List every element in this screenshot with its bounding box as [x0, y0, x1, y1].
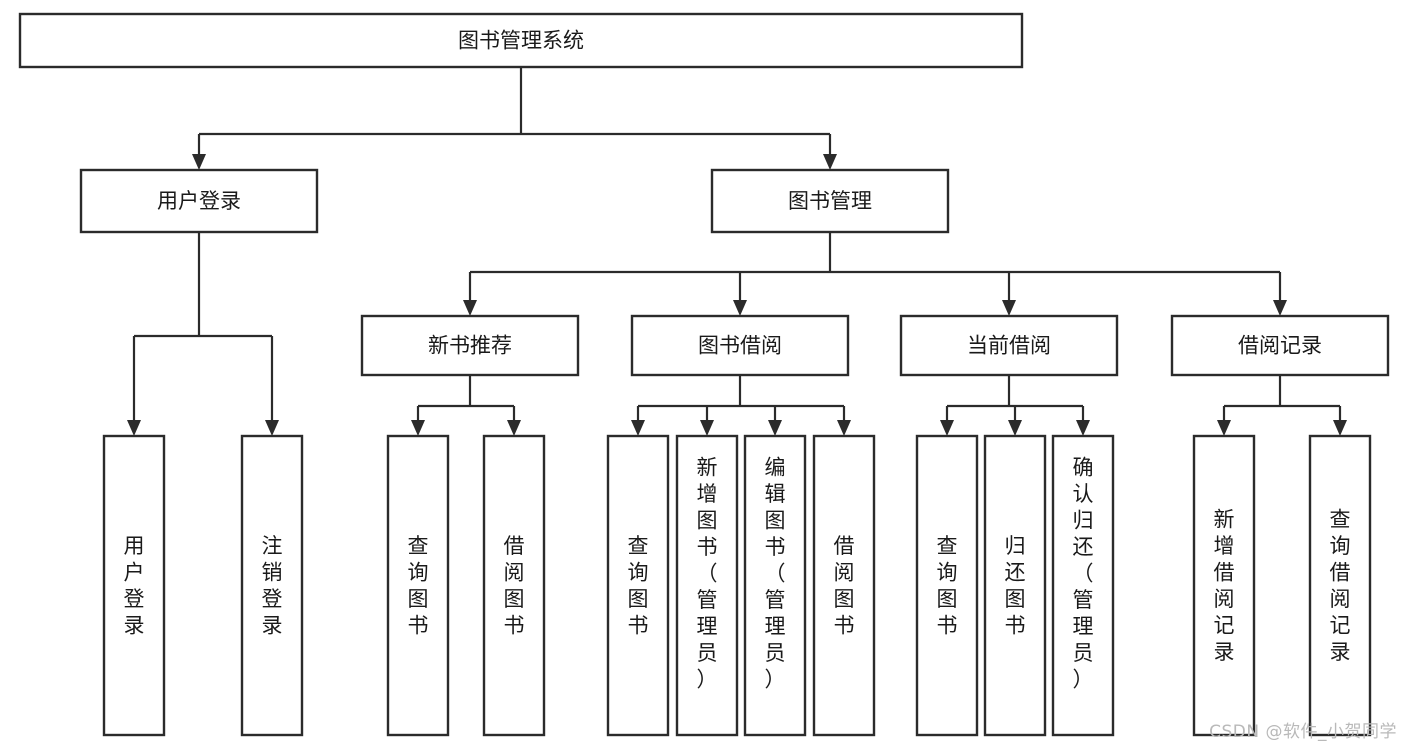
node-box-current-borrow[interactable]	[899, 314, 1119, 377]
node-current-borrow[interactable]: 当前借阅	[899, 314, 1119, 377]
node-box-leaf-edit-book[interactable]	[743, 434, 807, 737]
arrow-head-icon	[733, 300, 747, 316]
arrow-head-icon	[463, 300, 477, 316]
node-label-current-borrow: 当前借阅	[967, 334, 1051, 358]
node-user-login[interactable]: 用户登录	[79, 168, 319, 234]
arrow-head-icon	[507, 420, 521, 436]
node-label-leaf-borrow-book-1: 借阅图书	[504, 534, 525, 638]
node-label-leaf-return-book: 归还图书	[1005, 534, 1026, 638]
arrow-head-icon	[127, 420, 141, 436]
node-box-leaf-user-login[interactable]	[102, 434, 166, 737]
node-box-user-login[interactable]	[79, 168, 319, 234]
node-label-leaf-add-book: 新增图书（管理员）	[697, 456, 718, 692]
arrow-head-icon	[192, 154, 206, 170]
connector-borrowrecord-to-leaves	[1217, 375, 1347, 436]
arrow-head-icon	[1273, 300, 1287, 316]
node-box-leaf-borrow-book-2[interactable]	[812, 434, 876, 737]
node-label-user-login: 用户登录	[157, 189, 241, 213]
arrow-head-icon	[837, 420, 851, 436]
arrow-head-icon	[631, 420, 645, 436]
node-label-leaf-query-book-3: 查询图书	[937, 534, 958, 638]
arrow-head-icon	[1076, 420, 1090, 436]
node-leaf-query-book-2[interactable]: 查询图书	[606, 434, 670, 737]
node-box-leaf-add-record[interactable]	[1192, 434, 1256, 737]
node-book-borrow[interactable]: 图书借阅	[630, 314, 850, 377]
node-label-new-book-recommend: 新书推荐	[428, 334, 512, 358]
connector-bookborrow-to-leaves	[631, 375, 851, 436]
arrow-head-icon	[1333, 420, 1347, 436]
node-borrow-record[interactable]: 借阅记录	[1170, 314, 1390, 377]
connector-root-to-level2	[192, 67, 837, 170]
node-leaf-add-record[interactable]: 新增借阅记录	[1192, 434, 1256, 737]
node-root[interactable]: 图书管理系统	[18, 12, 1024, 69]
node-box-book-borrow[interactable]	[630, 314, 850, 377]
node-box-leaf-query-record[interactable]	[1308, 434, 1372, 737]
arrow-head-icon	[411, 420, 425, 436]
node-box-leaf-borrow-book-1[interactable]	[482, 434, 546, 737]
arrow-head-icon	[1008, 420, 1022, 436]
node-label-leaf-user-login: 用户登录	[124, 534, 145, 638]
arrow-head-icon	[265, 420, 279, 436]
node-box-leaf-query-book-2[interactable]	[606, 434, 670, 737]
node-leaf-return-book[interactable]: 归还图书	[983, 434, 1047, 737]
arrow-head-icon	[823, 154, 837, 170]
node-box-leaf-return-book[interactable]	[983, 434, 1047, 737]
node-box-leaf-query-book-3[interactable]	[915, 434, 979, 737]
node-leaf-add-book[interactable]: 新增图书（管理员）	[675, 434, 739, 737]
node-label-leaf-add-record: 新增借阅记录	[1214, 508, 1235, 665]
arrow-head-icon	[940, 420, 954, 436]
node-label-leaf-query-book-1: 查询图书	[408, 534, 429, 638]
connector-bookmanage-to-level3	[463, 232, 1287, 316]
node-box-book-manage[interactable]	[710, 168, 950, 234]
node-leaf-confirm-return[interactable]: 确认归还（管理员）	[1051, 434, 1115, 737]
connector-newbook-to-leaves	[411, 375, 521, 436]
node-label-leaf-query-book-2: 查询图书	[628, 534, 649, 638]
node-label-root: 图书管理系统	[458, 29, 584, 53]
node-leaf-logout[interactable]: 注销登录	[240, 434, 304, 737]
node-boxes-layer: 图书管理系统用户登录图书管理新书推荐图书借阅当前借阅借阅记录用户登录注销登录查询…	[18, 12, 1390, 737]
connector-currentborrow-to-leaves	[940, 375, 1090, 436]
node-box-leaf-logout[interactable]	[240, 434, 304, 737]
arrow-head-icon	[1002, 300, 1016, 316]
node-label-leaf-borrow-book-2: 借阅图书	[834, 534, 855, 638]
node-leaf-query-book-3[interactable]: 查询图书	[915, 434, 979, 737]
node-leaf-borrow-book-1[interactable]: 借阅图书	[482, 434, 546, 737]
arrow-head-icon	[768, 420, 782, 436]
node-box-root[interactable]	[18, 12, 1024, 69]
arrow-head-icon	[700, 420, 714, 436]
node-box-new-book-recommend[interactable]	[360, 314, 580, 377]
node-leaf-user-login[interactable]: 用户登录	[102, 434, 166, 737]
node-label-leaf-query-record: 查询借阅记录	[1330, 508, 1351, 665]
node-leaf-borrow-book-2[interactable]: 借阅图书	[812, 434, 876, 737]
node-box-leaf-confirm-return[interactable]	[1051, 434, 1115, 737]
node-label-leaf-edit-book: 编辑图书（管理员）	[765, 456, 786, 692]
node-label-book-manage: 图书管理	[788, 189, 872, 213]
node-leaf-query-record[interactable]: 查询借阅记录	[1308, 434, 1372, 737]
node-book-manage[interactable]: 图书管理	[710, 168, 950, 234]
node-leaf-query-book-1[interactable]: 查询图书	[386, 434, 450, 737]
node-box-leaf-query-book-1[interactable]	[386, 434, 450, 737]
node-label-leaf-confirm-return: 确认归还（管理员）	[1073, 456, 1094, 692]
node-leaf-edit-book[interactable]: 编辑图书（管理员）	[743, 434, 807, 737]
arrow-head-icon	[1217, 420, 1231, 436]
node-label-borrow-record: 借阅记录	[1238, 334, 1322, 358]
node-label-leaf-logout: 注销登录	[262, 534, 283, 638]
node-new-book-recommend[interactable]: 新书推荐	[360, 314, 580, 377]
node-box-borrow-record[interactable]	[1170, 314, 1390, 377]
connector-edges-layer	[127, 67, 1347, 436]
node-box-leaf-add-book[interactable]	[675, 434, 739, 737]
connector-userlogin-to-leaves	[127, 232, 279, 436]
node-label-book-borrow: 图书借阅	[698, 334, 782, 358]
